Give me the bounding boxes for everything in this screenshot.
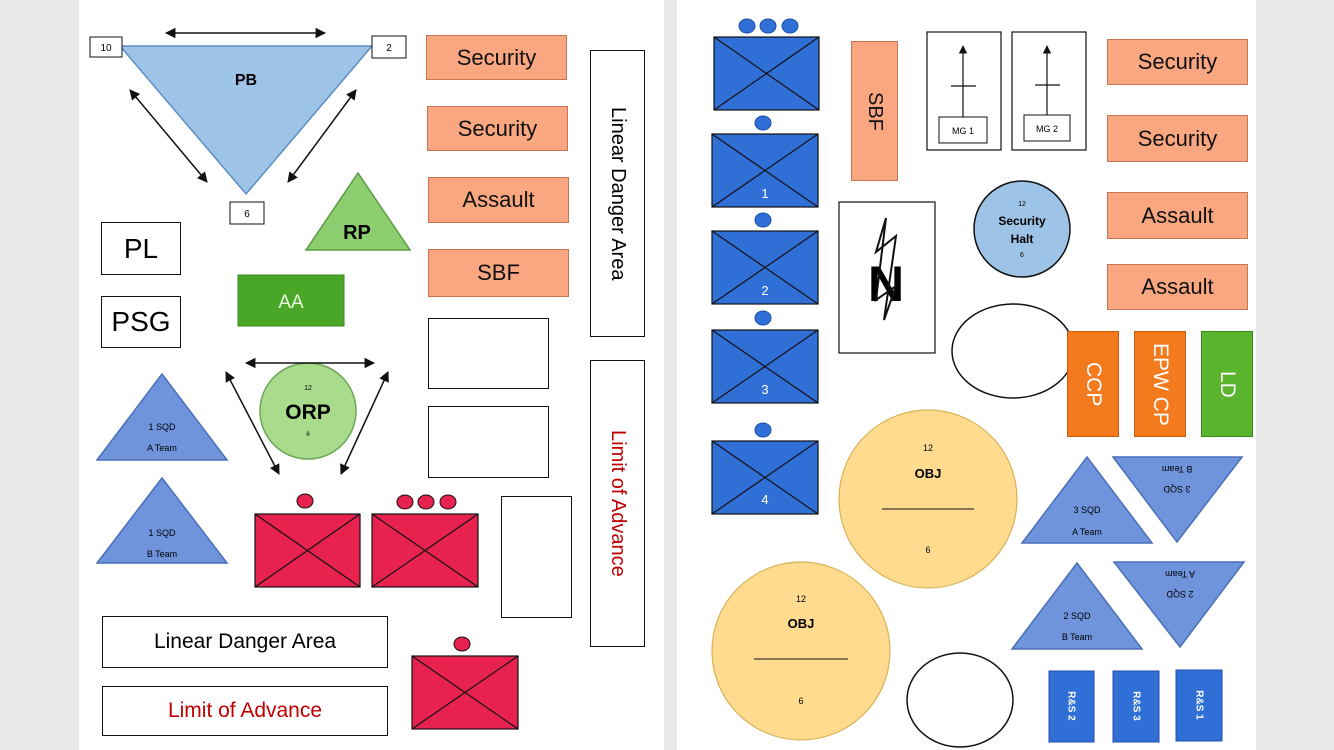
tag-security-r2[interactable]: Security xyxy=(1107,115,1248,162)
svg-text:2 SQD: 2 SQD xyxy=(1166,589,1194,599)
sqd3-b-triangle[interactable]: B Team 3 SQD xyxy=(1111,456,1244,544)
ld-box[interactable]: LD xyxy=(1201,331,1253,437)
tag-assault[interactable]: Assault xyxy=(428,177,569,223)
svg-text:1 SQD: 1 SQD xyxy=(148,422,176,432)
svg-text:B Team: B Team xyxy=(147,549,177,559)
svg-text:B Team: B Team xyxy=(1062,632,1092,642)
unit-number: 3 xyxy=(761,382,768,397)
blue-unit-top[interactable] xyxy=(713,18,820,111)
svg-text:6: 6 xyxy=(244,209,250,220)
mg1-symbol[interactable]: MG 1 xyxy=(926,31,1002,151)
svg-text:12: 12 xyxy=(1018,201,1026,208)
svg-text:6: 6 xyxy=(1020,252,1024,259)
unit-number: 4 xyxy=(761,492,768,507)
north-arrow: N xyxy=(838,201,936,354)
red-unit-2[interactable] xyxy=(371,494,479,588)
ccp-box[interactable]: CCP xyxy=(1067,331,1119,437)
svg-text:3 SQD: 3 SQD xyxy=(1163,484,1191,494)
svg-text:R&S 1: R&S 1 xyxy=(1193,690,1204,720)
svg-text:RP: RP xyxy=(343,222,371,244)
svg-text:OBJ: OBJ xyxy=(788,616,815,631)
empty-box-1[interactable] xyxy=(428,318,549,389)
tag-security-r1[interactable]: Security xyxy=(1107,39,1248,85)
sqd1-a-triangle[interactable]: 1 SQD A Team xyxy=(95,372,229,461)
svg-text:OBJ: OBJ xyxy=(915,466,942,481)
sqd2-b-triangle[interactable]: 2 SQD B Team xyxy=(1010,561,1144,650)
svg-text:A Team: A Team xyxy=(147,443,177,453)
mg2-symbol[interactable]: MG 2 xyxy=(1011,31,1087,151)
tag-security-1[interactable]: Security xyxy=(426,35,567,80)
rs2-box[interactable]: R&S 2 xyxy=(1048,670,1095,743)
tag-assault-r1[interactable]: Assault xyxy=(1107,192,1248,239)
clock-10-box: 10 xyxy=(89,36,123,58)
vertical-limit-of-advance[interactable]: Limit of Advance xyxy=(590,360,645,647)
svg-text:1 SQD: 1 SQD xyxy=(148,528,176,538)
objective-circle-1[interactable]: 12 OBJ 6 xyxy=(838,409,1018,589)
security-halt[interactable]: 12 Security Halt 6 xyxy=(973,180,1071,278)
svg-text:12: 12 xyxy=(304,385,312,392)
arrow-orp-left xyxy=(225,371,280,475)
svg-text:10: 10 xyxy=(100,43,112,54)
rally-point[interactable]: RP xyxy=(304,171,412,251)
pb-label: PB xyxy=(235,72,257,89)
pl-box[interactable]: PL xyxy=(101,222,181,275)
clock-2-box: 2 xyxy=(371,35,407,59)
svg-text:6: 6 xyxy=(306,432,310,438)
svg-text:B Team: B Team xyxy=(1162,464,1192,474)
blue-unit-1[interactable]: 1 xyxy=(711,115,819,208)
svg-text:3 SQD: 3 SQD xyxy=(1073,505,1101,515)
sqd1-b-triangle[interactable]: 1 SQD B Team xyxy=(95,476,229,564)
psg-box[interactable]: PSG xyxy=(101,296,181,348)
svg-text:12: 12 xyxy=(796,594,806,604)
sbf-vertical[interactable]: SBF xyxy=(851,41,898,181)
orp-circle[interactable]: 12 ORP 6 xyxy=(259,362,357,460)
empty-box-tall[interactable] xyxy=(501,496,572,618)
objective-circle-2[interactable]: 12 OBJ 6 xyxy=(711,561,891,741)
svg-text:2: 2 xyxy=(386,43,392,54)
svg-text:6: 6 xyxy=(925,545,930,555)
svg-text:ORP: ORP xyxy=(285,401,331,424)
svg-text:MG 1: MG 1 xyxy=(952,126,974,136)
sqd3-a-triangle[interactable]: 3 SQD A Team xyxy=(1020,455,1154,544)
svg-text:12: 12 xyxy=(923,443,933,453)
blue-unit-3[interactable]: 3 xyxy=(711,310,819,404)
svg-text:A Team: A Team xyxy=(1072,527,1102,537)
svg-text:Security: Security xyxy=(998,214,1046,228)
empty-box-2[interactable] xyxy=(428,406,549,478)
linear-danger-area-box[interactable]: Linear Danger Area xyxy=(102,616,388,668)
limit-of-advance-box[interactable]: Limit of Advance xyxy=(102,686,388,736)
vertical-linear-danger-area[interactable]: Linear Danger Area xyxy=(590,50,645,337)
clock-6-box: 6 xyxy=(229,201,265,225)
sqd2-a-triangle[interactable]: A Team 2 SQD xyxy=(1112,561,1246,649)
rs1-box[interactable]: R&S 1 xyxy=(1175,669,1223,742)
rs3-box[interactable]: R&S 3 xyxy=(1112,670,1160,743)
empty-circle-right-mid[interactable] xyxy=(951,303,1075,399)
tag-sbf[interactable]: SBF xyxy=(428,249,569,297)
svg-text:A Team: A Team xyxy=(1165,569,1195,579)
assembly-area[interactable]: AA xyxy=(237,274,345,327)
unit-number: 1 xyxy=(761,186,768,201)
arrow-orp-right xyxy=(340,371,389,475)
svg-text:2 SQD: 2 SQD xyxy=(1063,611,1091,621)
svg-text:Halt: Halt xyxy=(1011,232,1034,246)
red-unit-1[interactable] xyxy=(254,493,361,588)
arrow-pb-right xyxy=(287,89,357,183)
red-unit-3[interactable] xyxy=(411,636,519,730)
blue-unit-2[interactable]: 2 xyxy=(711,212,819,305)
blue-unit-4[interactable]: 4 xyxy=(711,422,819,515)
svg-text:R&S 3: R&S 3 xyxy=(1130,691,1141,721)
unit-number: 2 xyxy=(761,283,768,298)
svg-text:6: 6 xyxy=(798,696,803,706)
tag-security-2[interactable]: Security xyxy=(427,106,568,151)
svg-text:R&S 2: R&S 2 xyxy=(1065,691,1076,721)
svg-text:AA: AA xyxy=(278,292,304,313)
empty-circle-right-bottom[interactable] xyxy=(906,652,1014,748)
epw-cp-box[interactable]: EPW CP xyxy=(1134,331,1186,437)
arrow-pb-left xyxy=(129,89,208,183)
tag-assault-r2[interactable]: Assault xyxy=(1107,264,1248,310)
svg-text:MG 2: MG 2 xyxy=(1036,124,1058,134)
